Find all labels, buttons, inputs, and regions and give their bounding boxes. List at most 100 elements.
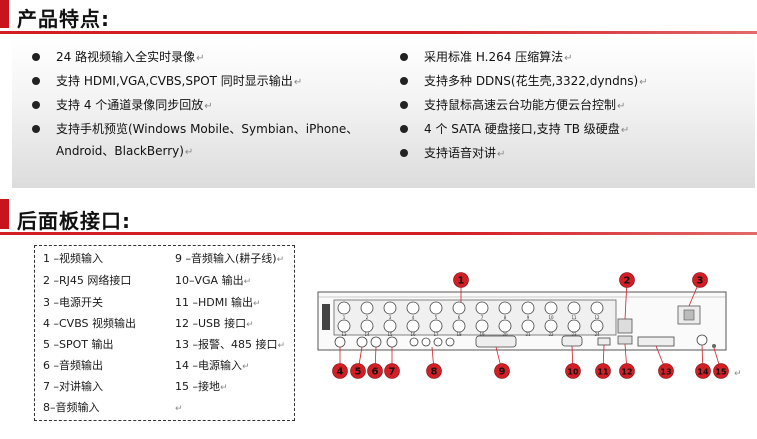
- callout-number: 7: [389, 367, 396, 378]
- callout-number: 11: [597, 368, 609, 377]
- bullet-icon: [32, 77, 40, 85]
- spot-connector: [356, 336, 368, 348]
- feature-item: 支持 HDMI,VGA,CVBS,SPOT 同时显示输出↵: [32, 70, 367, 94]
- bnc-number: 2: [366, 315, 369, 320]
- callout-marker: [350, 363, 366, 379]
- bnc-connector: [521, 301, 535, 315]
- rj45-port: [617, 318, 633, 334]
- bnc-number: 22: [548, 332, 554, 337]
- bnc-connector: [337, 319, 351, 333]
- callout-marker: [384, 363, 400, 379]
- header-rule: [0, 232, 757, 235]
- callout-marker: [695, 363, 711, 379]
- return-mark-icon: ↵: [564, 53, 573, 64]
- callout-number: 5: [355, 367, 362, 378]
- bnc-number: 9: [527, 315, 530, 320]
- bnc-connector: [337, 301, 351, 315]
- bullet-icon: [400, 77, 408, 85]
- bullet-icon: [400, 125, 408, 133]
- callout-marker: [619, 272, 635, 288]
- feature-item: 支持手机预览(Windows Mobile、Symbian、iPhone、And…: [32, 118, 367, 164]
- bnc-number: 14: [364, 332, 370, 337]
- bnc-connector: [475, 301, 489, 315]
- bullet-icon: [400, 101, 408, 109]
- hdmi-port: [597, 337, 611, 346]
- audio-out-connector: [370, 336, 382, 348]
- audio-in-connectors: [409, 337, 455, 347]
- bnc-connector: [590, 301, 604, 315]
- callout-marker: [426, 363, 442, 379]
- cvbs-connector: [334, 336, 346, 348]
- bullet-icon: [32, 101, 40, 109]
- callout-number: 14: [697, 368, 709, 377]
- callout-number: 10: [567, 368, 579, 377]
- feature-item: 支持 4 个通道录像同步回放↵: [32, 94, 367, 118]
- callout-marker: [565, 363, 581, 379]
- features-header: 产品特点:: [0, 0, 757, 34]
- bnc-number: 4: [412, 315, 415, 320]
- bullet-icon: [32, 53, 40, 61]
- port-legend-row: 8–音频输入↵: [43, 401, 183, 414]
- bnc-number: 23: [571, 332, 577, 337]
- bnc-connector: [567, 301, 581, 315]
- feature-item: 支持鼠标高速云台功能方便云台控制↵: [400, 94, 750, 118]
- bnc-number: 24: [594, 332, 600, 337]
- return-mark-icon: ↵: [293, 77, 303, 88]
- bnc-number: 3: [389, 315, 392, 320]
- callout-number: 15: [715, 368, 727, 377]
- feature-item: 采用标准 H.264 压缩算法↵: [400, 46, 750, 70]
- return-mark-icon: ↵: [617, 101, 626, 112]
- features-background: [12, 38, 755, 188]
- callout-marker: [692, 272, 708, 288]
- bnc-connector: [544, 301, 558, 315]
- header-accent-bar: [0, 199, 9, 229]
- callout-marker: [494, 363, 510, 379]
- bnc-connector: [360, 319, 374, 333]
- bnc-number: 15: [387, 332, 393, 337]
- bnc-connector: [429, 319, 443, 333]
- bnc-number: 16: [410, 332, 416, 337]
- chassis-label-strip: [322, 304, 330, 330]
- bnc-connector: [406, 319, 420, 333]
- bnc-connector: [498, 301, 512, 315]
- callout-number: 13: [660, 368, 671, 377]
- bnc-connector: [544, 319, 558, 333]
- bullet-icon: [400, 53, 408, 61]
- callout-marker: [595, 363, 611, 379]
- header-accent-bar: [0, 0, 9, 28]
- bnc-number: 18: [456, 332, 462, 337]
- bnc-connector: [521, 319, 535, 333]
- return-mark-icon: ↵: [184, 147, 194, 158]
- callout-number: 6: [372, 367, 379, 378]
- bnc-number: 6: [458, 315, 461, 320]
- talk-in-connector: [386, 336, 398, 348]
- bnc-number: 11: [571, 315, 577, 320]
- return-mark-icon: ↵: [497, 149, 506, 160]
- callout-number: 12: [621, 368, 632, 377]
- feature-item: 支持多种 DDNS(花生壳,3322,dyndns)↵: [400, 70, 750, 94]
- ground-screw: [712, 344, 716, 348]
- callout-number: 9: [499, 367, 506, 378]
- bnc-connector: [475, 319, 489, 333]
- return-mark-icon: ↵: [196, 53, 205, 64]
- features-left-list: 24 路视频输入全实时录像↵ 支持 HDMI,VGA,CVBS,SPOT 同时显…: [32, 46, 367, 164]
- bnc-connector: [429, 301, 443, 315]
- vga-port: [561, 335, 583, 347]
- callout-number: 3: [697, 276, 704, 287]
- bnc-connector: [567, 319, 581, 333]
- usb-port: [617, 335, 633, 345]
- callout-marker: [658, 363, 674, 379]
- rear-panel-title: 后面板接口:: [17, 209, 131, 233]
- bullet-icon: [400, 149, 408, 157]
- power-input: [696, 334, 708, 346]
- feature-item: 4 个 SATA 硬盘接口,支持 TB 级硬盘↵: [400, 118, 750, 142]
- callout-marker: [713, 363, 729, 379]
